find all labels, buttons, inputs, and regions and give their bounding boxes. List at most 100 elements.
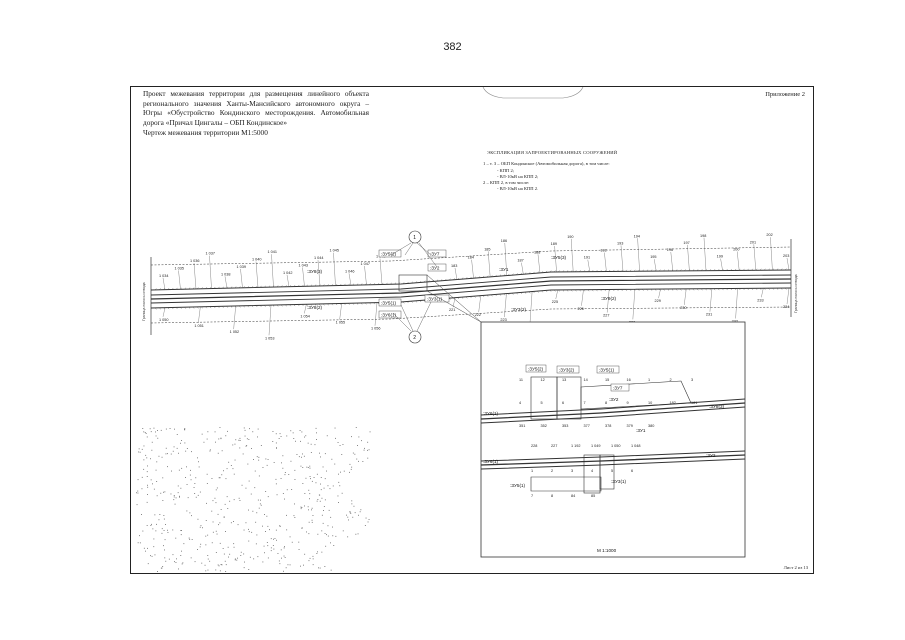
hatch-tick [696,288,699,291]
speckle [284,546,285,548]
speckle [327,525,329,527]
speckle [221,450,223,452]
inset-number: 1 [531,469,533,473]
speckle [141,448,143,450]
speckle [319,452,320,454]
zone-label: :ЗУ3(1) [427,297,443,302]
speckle [237,524,239,526]
hatch-tick [448,278,451,281]
hatch-tick [335,283,338,286]
hatch-tick [784,268,787,271]
speckle [335,535,337,537]
leader-line [786,288,790,305]
speckle [282,493,284,494]
speckle [310,452,312,453]
hatch-tick [268,305,271,307]
inset-number: 352 [541,424,547,428]
speckle [340,471,341,473]
hatch-tick [213,286,216,289]
zone-label: :ЗУ5(2) [381,252,397,257]
leader-line [684,288,687,305]
hatch-tick [280,285,283,288]
speckle [180,534,182,536]
parcel-number: 203 [783,254,789,258]
hatch-tick [684,288,686,291]
speckle [301,431,303,433]
speckle [152,483,153,485]
hatch-tick [222,306,224,308]
hatch-tick [448,298,451,300]
speckle [163,515,165,516]
leader-line [302,267,305,287]
leader-line [786,258,790,271]
speckle [225,435,227,437]
hatch-tick [154,307,157,310]
speckle [194,483,196,484]
hatch-tick [352,303,355,305]
speckle [220,564,222,565]
inset-number: 377 [584,424,590,428]
speckle [156,495,158,497]
speckle [229,553,231,555]
speckle [324,453,326,455]
hatch-tick [654,288,657,291]
hatch-tick [709,288,712,291]
speckle [200,525,202,527]
hatch-tick [721,268,724,271]
hatch-tick [679,288,682,291]
explication-legend: ЭКСПЛИКАЦИЯ ЗАПРОЕКТИРОВАННЫХ СООРУЖЕНИЙ… [483,150,723,193]
hatch-tick [663,269,665,272]
speckle [182,562,184,564]
speckle [202,527,203,529]
speckle [228,461,230,463]
speckle [198,466,200,468]
speckle [272,431,274,432]
hatch-tick [390,282,392,285]
parcel-number: 1 035 [175,266,185,270]
speckle [205,544,207,546]
speckle [312,515,314,516]
speckle [305,435,307,437]
speckle [234,559,236,561]
hatch-tick [238,286,241,289]
speckle [153,427,155,429]
speckle [160,567,162,569]
leader-line [162,307,166,317]
speckle [258,456,260,458]
speckle [326,470,327,472]
speckle [302,483,304,484]
inset-number: 181 [691,401,697,405]
speckle [214,497,216,499]
parcel-number: 225 [552,300,558,304]
hatch-tick [646,289,649,291]
speckle [323,487,325,489]
speckle [262,467,264,468]
speckle [190,479,192,481]
speckle [286,435,288,437]
speckle [206,483,208,484]
hatch-tick [184,307,187,309]
hatch-tick [633,289,636,291]
parcel-number: 1 047 [361,262,371,266]
speckle [161,567,163,569]
hatch-tick [415,300,418,303]
inset-number: 228 [531,444,537,448]
speckle [354,453,356,455]
hatch-tick [247,305,250,308]
hatch-tick [251,305,254,308]
speckle [339,445,341,446]
hatch-tick [503,293,506,296]
speckle [343,470,345,472]
hatch-tick [226,306,229,308]
speckle [137,479,139,481]
hatch-tick [667,269,670,272]
inset-number: 8 [605,401,607,405]
speckle [226,468,228,470]
hatch-tick [570,289,573,292]
speckle [136,504,138,506]
speckle [205,535,207,537]
speckle [355,427,357,428]
hatch-tick [629,289,632,291]
speckle [300,506,302,508]
hatch-tick [625,269,628,272]
